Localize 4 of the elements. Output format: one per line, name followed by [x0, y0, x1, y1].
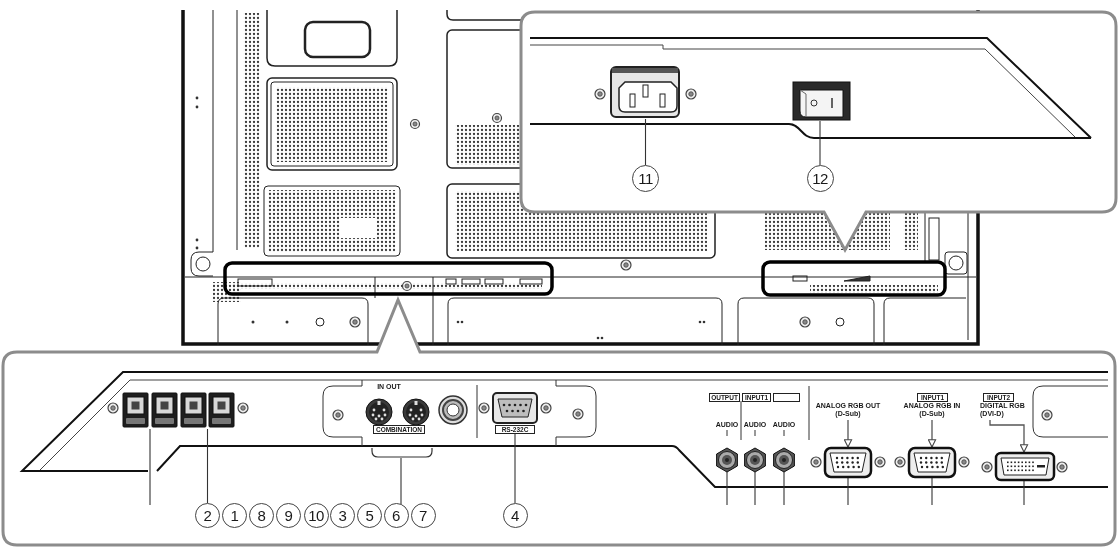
leader-line [819, 120, 821, 166]
rocker-switch-icon [792, 81, 851, 121]
leader-line [644, 118, 647, 166]
power-inlet-icon [594, 66, 698, 119]
